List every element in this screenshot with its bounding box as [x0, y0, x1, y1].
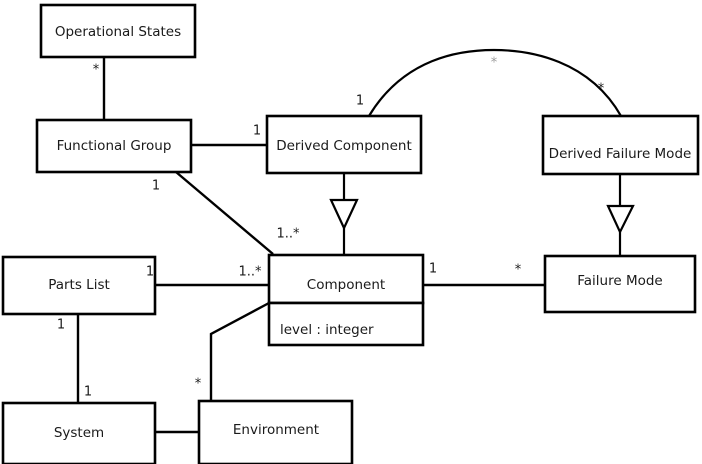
multiplicity-arc-left-one: 1 [356, 94, 364, 109]
association-derived-component-derived-failure-mode [368, 48, 622, 117]
class-attribute-compartment-component [267, 301, 425, 347]
class-box-rect-system [1, 401, 157, 464]
multiplicity-functional-group-derived-component-one: 1 [253, 124, 261, 139]
multiplicity-component-failure-mode-one: 1 [429, 262, 437, 277]
class-box-functional-group[interactable]: Functional Group [35, 118, 193, 174]
class-box-rect-operational-states [39, 3, 197, 59]
class-name-parts-list: Parts List [48, 277, 110, 293]
class-box-rect-parts-list [1, 255, 157, 316]
class-box-rect-component [267, 253, 425, 305]
class-name-derived-component: Derived Component [276, 138, 412, 154]
class-name-derived-failure-mode: Derived Failure Mode [549, 146, 692, 162]
class-name-failure-mode: Failure Mode [577, 273, 663, 289]
class-box-derived-component[interactable]: Derived Component [265, 114, 423, 175]
class-box-operational-states[interactable]: Operational States [39, 3, 197, 59]
class-name-environment: Environment [233, 422, 319, 438]
class-box-environment[interactable]: Environment [197, 399, 354, 464]
class-box-system[interactable]: System [1, 401, 157, 464]
multiplicity-arc-right-star: * [598, 82, 605, 97]
multiplicity-failure-mode-star: * [515, 263, 522, 278]
class-box-derived-failure-mode[interactable]: Derived Failure Mode [541, 114, 700, 176]
class-name-component: Component [307, 277, 385, 293]
class-name-system: System [54, 425, 104, 441]
association-component-environment [209, 301, 270, 401]
class-box-failure-mode[interactable]: Failure Mode [543, 254, 697, 314]
multiplicity-environment-star: * [195, 377, 202, 392]
multiplicity-parts-list-component-one-star: 1..* [238, 265, 262, 280]
multiplicity-parts-list-system-top-one: 1 [57, 318, 65, 333]
class-box-rect-environment [197, 399, 354, 464]
multiplicity-operational-states-star: * [93, 63, 100, 78]
multiplicity-parts-list-one: 1 [146, 265, 154, 280]
class-box-parts-list[interactable]: Parts List [1, 255, 157, 316]
class-box-rect-derived-failure-mode [541, 114, 700, 176]
association-functional-group-component [175, 171, 274, 255]
multiplicity-functional-group-component-one: 1 [152, 179, 160, 194]
class-attribute-level: level : integer [280, 322, 374, 338]
generalization-arrowhead-failure-mode [606, 204, 635, 235]
class-name-operational-states: Operational States [55, 24, 181, 40]
class-name-functional-group: Functional Group [57, 138, 172, 154]
multiplicity-parts-list-system-bottom-one: 1 [84, 385, 92, 400]
class-box-rect-functional-group [35, 118, 193, 174]
multiplicity-functional-group-component-one-star: 1..* [276, 227, 300, 242]
class-box-rect-derived-component [265, 114, 423, 175]
multiplicity-arc-apex-star: * [491, 56, 498, 71]
class-box-rect-failure-mode [543, 254, 697, 314]
generalization-arrowhead-component [329, 198, 359, 231]
class-box-component[interactable]: Component level : integer [267, 253, 425, 347]
